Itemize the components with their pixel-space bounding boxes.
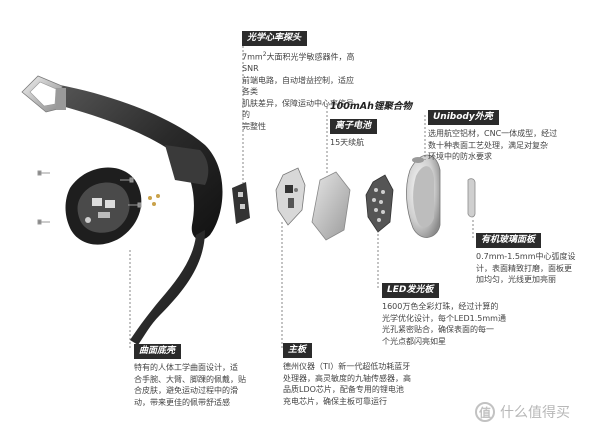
desc-led-board: 1600万色全彩灯珠，经过计算的 光学优化设计，每个LED1.5mm通 光孔紧密… <box>382 302 506 346</box>
strap-buckle <box>21 75 66 113</box>
title-led-board: LED发光板 <box>382 283 440 298</box>
led-board <box>365 174 394 233</box>
label-battery: 100mAh锂聚合物 离子电池 15天续航 <box>330 94 428 149</box>
watermark: 值 什么值得买 <box>475 402 570 422</box>
title-acrylic-panel: 有机玻璃面板 <box>476 233 542 248</box>
title-heart-rate-sensor: 光学心率探头 <box>242 31 308 46</box>
desc-acrylic-panel: 0.7mm-1.5mm中心弧度设 计，表面精致打磨，面板更 加均匀，光线更加亮丽 <box>476 252 576 284</box>
screws <box>37 170 160 225</box>
bottom-shell <box>65 167 142 245</box>
label-led-board: LED发光板 1600万色全彩灯珠，经过计算的 光学优化设计，每个LED1.5m… <box>382 277 517 347</box>
wrist-strap <box>58 85 223 345</box>
acrylic-panel <box>467 178 476 218</box>
title-battery-line2: 离子电池 <box>330 119 378 134</box>
desc-battery: 15天续航 <box>330 138 365 147</box>
label-heart-rate-sensor: 光学心率探头 7mm2大面积光学敏感器件，高SNR 前端电路，自动增益控制，适应… <box>242 25 360 132</box>
label-bottom-shell: 曲面底壳 特有的人体工学曲面设计，适 合手腕、大臂、脚踝的佩戴，贴 合皮肤，避免… <box>134 338 274 408</box>
heart-rate-sensor <box>232 182 250 224</box>
main-board <box>275 167 306 226</box>
battery <box>311 171 351 241</box>
watermark-text: 什么值得买 <box>500 405 570 421</box>
title-main-board: 主板 <box>283 343 313 358</box>
title-battery-line1: 100mAh锂聚合物 <box>330 101 412 112</box>
desc-heart-rate-sensor: 7mm2大面积光学敏感器件，高SNR 前端电路，自动增益控制，适应各类 肌肤差异… <box>242 51 355 131</box>
label-unibody-shell: Unibody外壳 选用航空铝材，CNC一体成型，经过 数十种表面工艺处理，满足… <box>428 104 593 163</box>
watermark-logo-icon: 值 <box>475 402 495 422</box>
label-acrylic-panel: 有机玻璃面板 0.7mm-1.5mm中心弧度设 计，表面精致打磨，面板更 加均匀… <box>476 227 596 286</box>
unibody-shell <box>406 154 441 238</box>
title-bottom-shell: 曲面底壳 <box>134 344 182 359</box>
desc-bottom-shell: 特有的人体工学曲面设计，适 合手腕、大臂、脚踝的佩戴，贴 合皮肤，避免运动过程中… <box>134 363 246 407</box>
title-unibody-shell: Unibody外壳 <box>428 110 499 125</box>
label-main-board: 主板 德州仪器（TI）新一代超低功耗蓝牙 处理器，高灵敏度的九轴传感器，高 品质… <box>283 337 418 407</box>
leader-lines <box>129 38 474 348</box>
desc-unibody-shell: 选用航空铝材，CNC一体成型，经过 数十种表面工艺处理，满足对复杂 环境中的防水… <box>428 129 558 161</box>
desc-main-board: 德州仪器（TI）新一代超低功耗蓝牙 处理器，高灵敏度的九轴传感器，高 品质LDO… <box>283 362 411 406</box>
